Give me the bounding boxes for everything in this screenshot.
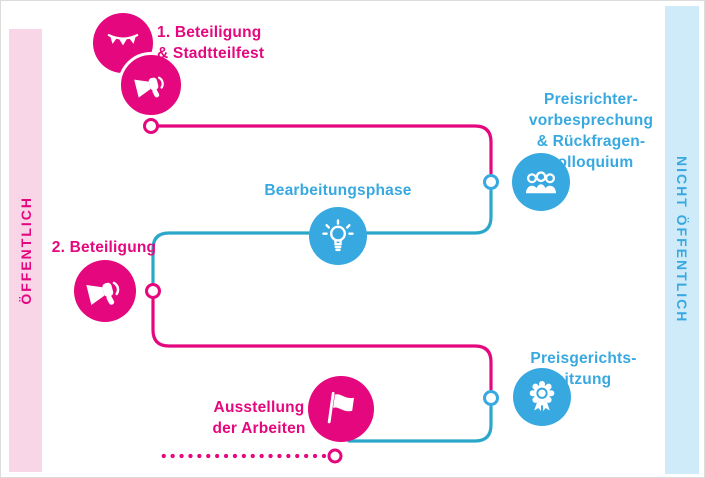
step2-megaphone-circle [74,260,136,322]
megaphone-icon [134,76,164,98]
milestone-node-briefing [483,174,499,190]
jury-briefing-label: Preisrichter- vorbesprechung & Rückfrage… [501,89,681,173]
step1-label: 1. Beteiligung & Stadtteilfest [157,22,317,64]
connector-step2-to-jurysession [151,298,493,391]
milestone-node-step1 [143,118,159,134]
jury-briefing-label-line3: & Rückfragen- [536,133,646,150]
megaphone-icon [86,281,120,306]
bunting-icon [107,33,139,46]
milestone-node-step2 [145,283,161,299]
work-phase-circle [309,207,367,265]
exhibition-circle [308,376,374,442]
milestone-node-exhibition [327,448,343,464]
connector-jurysession-to-exhibition [347,405,493,443]
flag-icon [327,391,355,424]
milestone-node-jurysession [483,390,499,406]
exhibition-label-line1: Ausstellung [213,399,305,416]
lightbulb-icon [322,219,354,252]
jury-session-label: Preisgerichts- sitzung [511,348,656,390]
jury-briefing-label-line2: vorbesprechung [528,112,654,129]
exhibition-label-line2: der Arbeiten [212,420,306,437]
jury-briefing-label-line1: Preisrichter- [544,91,638,108]
jury-briefing-label-line4: kolloquium [548,154,634,171]
audience-icon [526,171,556,194]
jury-session-label-line1: Preisgerichts- [530,350,637,367]
jury-session-label-line2: sitzung [555,371,612,388]
award-rosette-icon [529,380,555,412]
non-public-sidebar: NICHT ÖFFENTLICH [665,6,699,474]
connector-step1-to-briefing [149,102,493,175]
step1-label-line2: & Stadtteilfest [157,45,265,62]
jury-session-circle [513,368,571,426]
jury-briefing-circle [512,153,570,211]
step1-label-line1: 1. Beteiligung [157,24,262,41]
step2-label: 2. Beteiligung [51,239,157,256]
public-sidebar: ÖFFENTLICH [9,29,42,472]
exhibition-label: Ausstellung der Arbeiten [194,397,324,439]
non-public-sidebar-label: NICHT ÖFFENTLICH [674,156,690,324]
step1-megaphone-circle [118,52,184,118]
work-phase-label: Bearbeitungsphase [264,182,412,199]
